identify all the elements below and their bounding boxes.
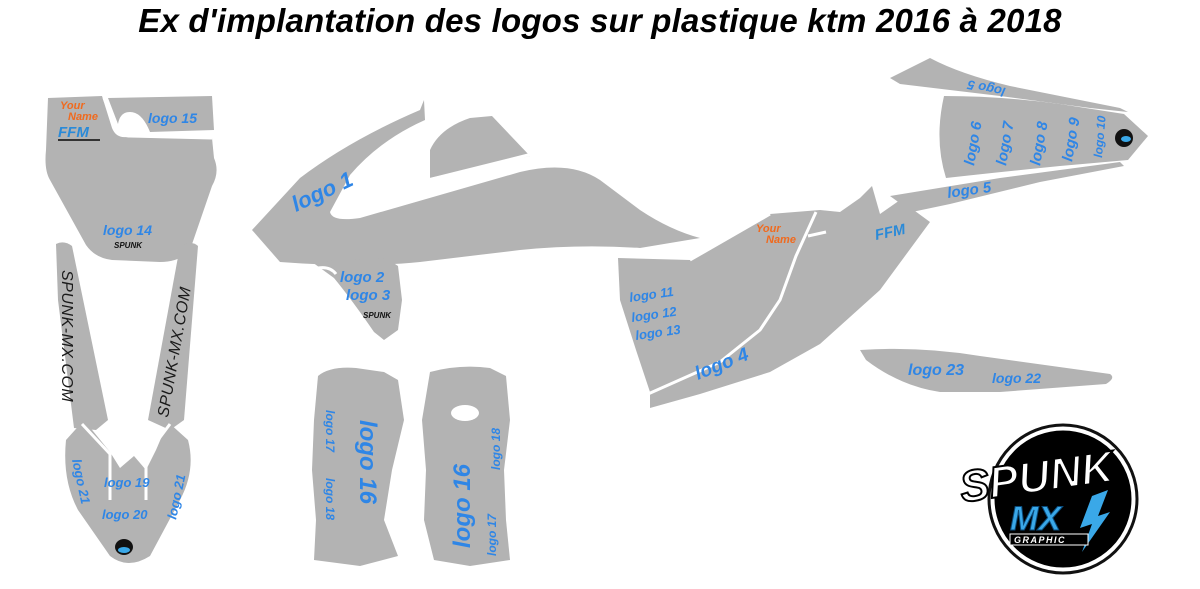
- side-panel: Your Name FFM logo 11 logo 12 logo 13 lo…: [618, 186, 930, 408]
- svg-text:Name: Name: [766, 234, 796, 246]
- your-name-label-side: Your: [756, 223, 781, 235]
- your-name-label: Your: [60, 100, 85, 112]
- logo-12-label: logo 12: [630, 304, 678, 325]
- mini-spunk-icon: SPUNK: [363, 311, 392, 320]
- logo-18-right-label: logo 18: [489, 428, 503, 470]
- logo-23-label: logo 23: [908, 362, 964, 379]
- rear-fender: logo 5 logo 6 logo 7 logo 8 logo 9 logo …: [890, 58, 1148, 212]
- page-title: Ex d'implantation des logos sur plastiqu…: [138, 2, 1062, 39]
- lightning-bolt-icon: [1080, 490, 1110, 552]
- mini-spunk-icon: SPUNK: [114, 241, 143, 250]
- spunk-mx-graphic-logo: SPUNK MX GRAPHIC: [956, 423, 1139, 575]
- front-number-plate: Your Name FFM logo 15 logo 14 SPUNK: [45, 96, 217, 262]
- logo-3-label: logo 3: [346, 287, 391, 304]
- spunk-badge-icon: [1115, 129, 1133, 147]
- svg-text:Name: Name: [68, 111, 98, 123]
- logo-2-label: logo 2: [340, 269, 385, 286]
- mx-wordmark: MX: [1010, 500, 1063, 538]
- logo-13-label: logo 13: [634, 322, 682, 343]
- logo-17-left-label: logo 17: [323, 410, 337, 453]
- spunk-badge-icon: [115, 539, 133, 555]
- swingarm-decal: logo 23 logo 22: [860, 348, 1113, 392]
- logo-10-label: logo 10: [1091, 115, 1109, 158]
- logo-17-right-label: logo 17: [485, 513, 499, 556]
- logo-16-right-label: logo 16: [449, 463, 476, 548]
- logo-5-bottom-label: logo 5: [946, 179, 993, 202]
- logo-18-left-label: logo 18: [323, 478, 337, 520]
- logo-20-label: logo 20: [102, 507, 148, 522]
- spunk-url-left: SPUNK-MX.COM: [58, 270, 75, 402]
- logo-16-left-label: logo 16: [354, 420, 381, 505]
- ffm-logo: FFM: [58, 124, 89, 141]
- logo-11-label: logo 11: [628, 284, 674, 305]
- fork-lower-hole: [451, 405, 479, 421]
- logo-15-label: logo 15: [148, 110, 197, 126]
- logo-22-label: logo 22: [992, 370, 1041, 386]
- logo-14-label: logo 14: [103, 222, 152, 238]
- radiator-shroud: logo 1 logo 2 logo 3 SPUNK: [252, 100, 700, 340]
- ffm-logo-side: FFM: [873, 221, 907, 244]
- front-fender-decals: SPUNK-MX.COM SPUNK-MX.COM logo 19 logo 2…: [56, 242, 198, 563]
- logo-19-label: logo 19: [104, 475, 150, 490]
- ffm-underline: [58, 139, 100, 141]
- graphic-wordmark: GRAPHIC: [1014, 535, 1066, 545]
- graphic-bar: [1009, 533, 1089, 546]
- fork-lowers: logo 16 logo 17 logo 18 logo 16 logo 17 …: [312, 366, 510, 566]
